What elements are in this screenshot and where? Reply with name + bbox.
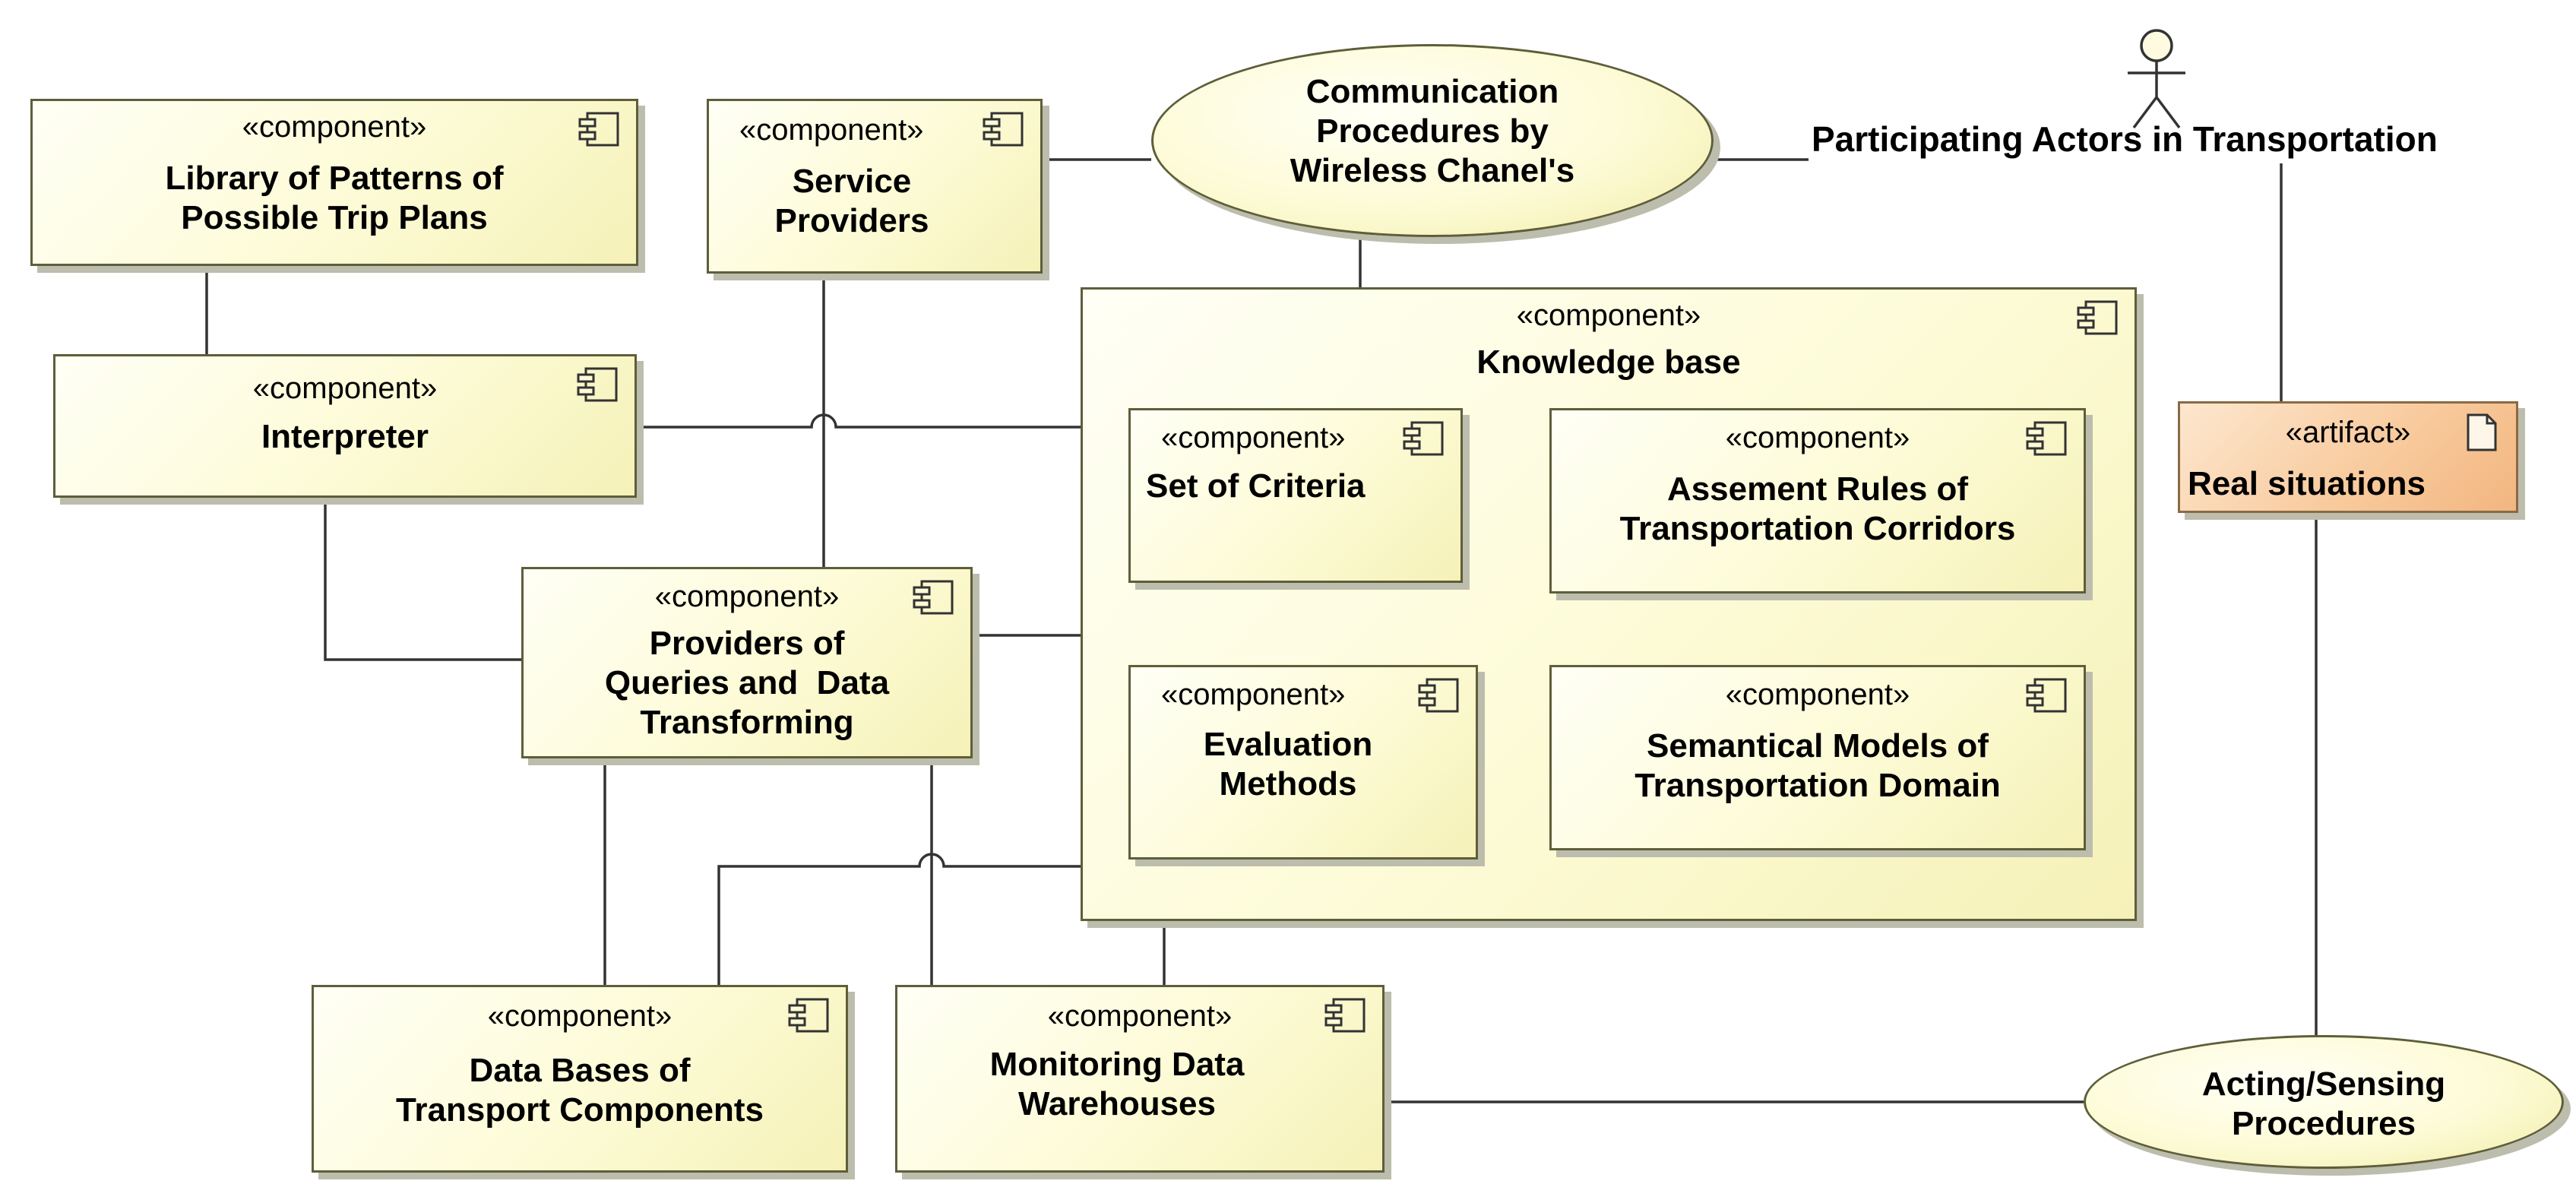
component-title: Evaluation Methods	[1203, 726, 1373, 803]
component-icon	[578, 112, 619, 147]
artifact-document-icon	[2467, 413, 2497, 451]
component-title: Interpreter	[261, 418, 429, 455]
actor-stick-figure-icon	[2128, 29, 2185, 129]
component-semantical-models[interactable]: «component» Semantical Models of Transpo…	[1549, 665, 2086, 850]
component-icon	[913, 580, 954, 615]
component-assessment-rules[interactable]: «component» Assement Rules of Transporta…	[1549, 408, 2086, 594]
link-interpreter-queries	[324, 498, 521, 661]
component-icon	[1324, 998, 1366, 1033]
link-databases-kb	[717, 853, 1081, 985]
stereotype: «component»	[739, 113, 924, 147]
artifact-title: Real situations	[2188, 465, 2426, 502]
stereotype: «component»	[1161, 421, 1346, 454]
link-interpreter-kb	[637, 413, 1081, 429]
stereotype: «component»	[487, 999, 672, 1033]
stereotype: «component»	[1047, 999, 1233, 1033]
stereotype: «component»	[1161, 678, 1346, 711]
component-title: Semantical Models of Transportation Doma…	[1635, 727, 2001, 804]
component-monitoring-data-warehouses[interactable]: «component» Monitoring Data Warehouses	[895, 985, 1385, 1173]
component-icon	[1403, 421, 1444, 456]
component-interpreter[interactable]: «component» Interpreter	[53, 354, 637, 498]
component-title: Library of Patterns of Possible Trip Pla…	[165, 160, 504, 236]
usecase-communication-procedures[interactable]: Communication Procedures by Wireless Cha…	[1151, 44, 1714, 237]
usecase-title: Communication Procedures by Wireless Cha…	[1290, 73, 1575, 189]
component-knowledge-base[interactable]: «component» Knowledge base «component» S…	[1081, 287, 2137, 921]
stereotype: «component»	[1516, 299, 1701, 332]
actor-participating-label[interactable]: Participating Actors in Transportation	[1812, 119, 2438, 159]
stereotype: «component»	[1725, 421, 1910, 454]
component-icon	[2026, 421, 2067, 456]
component-title: Monitoring Data Warehouses	[989, 1046, 1245, 1122]
component-icon	[983, 112, 1024, 147]
component-icon	[577, 367, 618, 402]
stereotype: «component»	[252, 372, 438, 405]
component-data-bases[interactable]: «component» Data Bases of Transport Comp…	[312, 985, 848, 1173]
component-providers-of-queries[interactable]: «component» Providers of Queries and Dat…	[521, 567, 973, 758]
component-library-of-patterns[interactable]: «component» Library of Patterns of Possi…	[30, 99, 638, 266]
component-title: Providers of Queries and Data Transformi…	[604, 625, 890, 741]
component-icon	[788, 998, 829, 1033]
usecase-title: Acting/Sensing Procedures	[2201, 1065, 2446, 1142]
component-title: Data Bases of Transport Components	[395, 1052, 764, 1129]
component-title: Set of Criteria	[1146, 467, 1366, 505]
stereotype: «component»	[1725, 678, 1910, 711]
stereotype: «component»	[654, 580, 840, 613]
stereotype: «component»	[242, 110, 427, 144]
component-title: Service Providers	[774, 163, 929, 239]
component-icon	[1418, 678, 1459, 713]
component-icon	[2077, 300, 2118, 335]
usecase-acting-sensing[interactable]: Acting/Sensing Procedures	[2084, 1035, 2564, 1169]
component-evaluation-methods[interactable]: «component» Evaluation Methods	[1128, 665, 1478, 860]
stereotype: «artifact»	[2285, 416, 2411, 449]
component-title: Knowledge base	[1476, 343, 1741, 381]
artifact-real-situations[interactable]: «artifact» Real situations	[2178, 401, 2518, 513]
component-title: Assement Rules of Transportation Corrido…	[1619, 470, 2016, 547]
component-service-providers[interactable]: «component» Service Providers	[707, 99, 1043, 274]
component-icon	[2026, 678, 2067, 713]
component-set-of-criteria[interactable]: «component» Set of Criteria	[1128, 408, 1463, 583]
